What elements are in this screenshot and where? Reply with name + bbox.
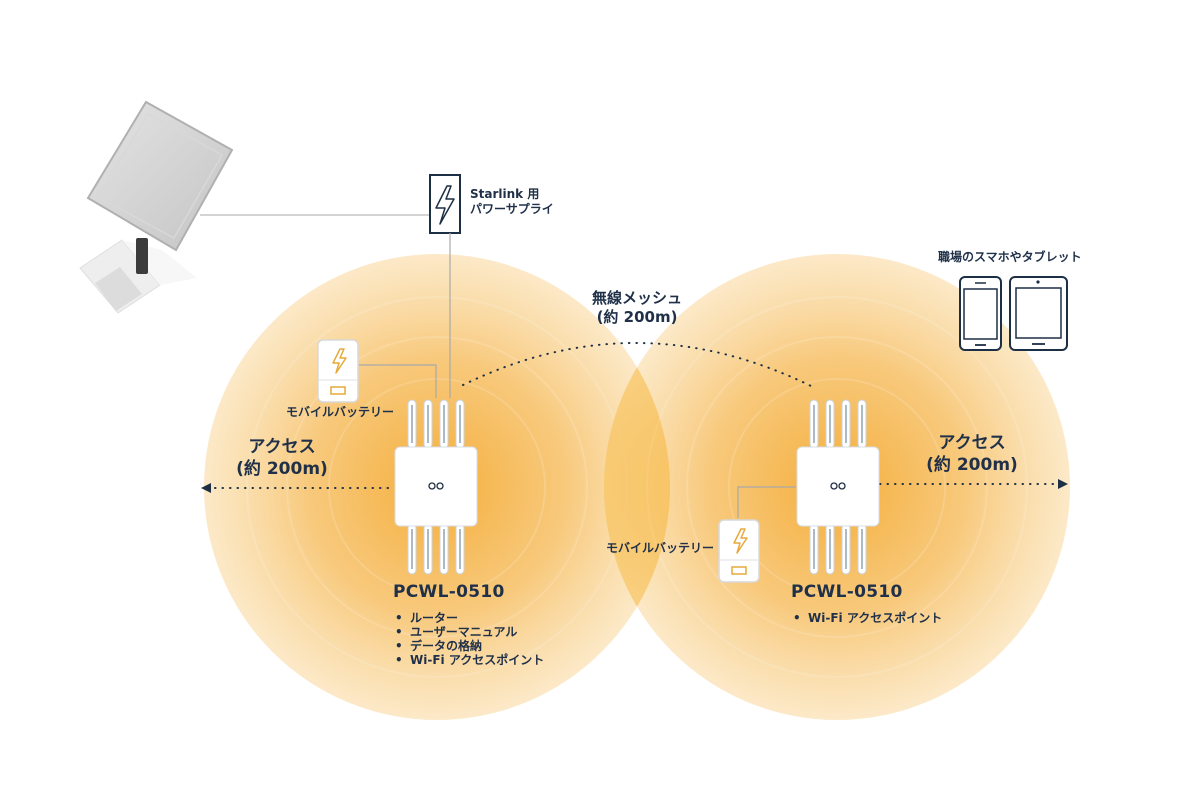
access-arrow-left — [201, 483, 396, 493]
satellite-dish-icon — [79, 100, 234, 314]
router-right — [796, 399, 880, 575]
feature-item: ルーター — [393, 611, 544, 625]
lightning-icon — [435, 185, 455, 225]
power-supply — [429, 174, 461, 234]
tablet-icon — [1009, 276, 1068, 351]
access-left-line2: (約 200m) — [236, 459, 328, 479]
power-supply-label-line1: Starlink 用 — [470, 187, 540, 201]
mesh-link — [462, 342, 814, 388]
access-left-line1: アクセス — [248, 437, 316, 457]
access-label-left: アクセス (約 200m) — [222, 436, 342, 480]
battery-icon — [332, 348, 347, 374]
battery-left-label: モバイルバッテリー — [286, 405, 395, 419]
router-icon — [830, 482, 846, 490]
battery-icon — [733, 528, 748, 554]
battery-left — [317, 339, 359, 403]
mesh-label: 無線メッシュ (約 200m) — [572, 289, 702, 327]
smartphone-icon — [959, 276, 1002, 351]
feature-item: Wi-Fi アクセスポイント — [791, 611, 942, 625]
router-icon — [428, 482, 444, 490]
router-left-model: PCWL-0510 — [393, 582, 505, 602]
router-right-model: PCWL-0510 — [791, 582, 903, 602]
battery-right-label: モバイルバッテリー — [606, 541, 715, 555]
battery-cable-left — [359, 364, 437, 398]
access-label-right: アクセス (約 200m) — [912, 432, 1032, 476]
access-right-line1: アクセス — [938, 433, 1006, 453]
feature-item: データの格納 — [393, 639, 544, 653]
battery-cable-right — [737, 486, 796, 518]
feature-item: Wi-Fi アクセスポイント — [393, 653, 544, 667]
power-supply-label-line2: パワーサプライ — [470, 202, 554, 216]
battery-right — [718, 519, 760, 583]
router-left-features: ルーター ユーザーマニュアル データの格納 Wi-Fi アクセスポイント — [393, 611, 544, 667]
feature-item: ユーザーマニュアル — [393, 625, 544, 639]
access-arrow-right — [879, 479, 1068, 489]
devices-label: 職場のスマホやタブレット — [938, 250, 1082, 264]
mesh-label-line1: 無線メッシュ — [591, 289, 682, 307]
mesh-label-line2: (約 200m) — [596, 308, 678, 326]
power-supply-label: Starlink 用 パワーサプライ — [470, 187, 554, 217]
access-right-line2: (約 200m) — [926, 455, 1018, 475]
router-left — [394, 399, 478, 575]
router-right-features: Wi-Fi アクセスポイント — [791, 611, 942, 625]
